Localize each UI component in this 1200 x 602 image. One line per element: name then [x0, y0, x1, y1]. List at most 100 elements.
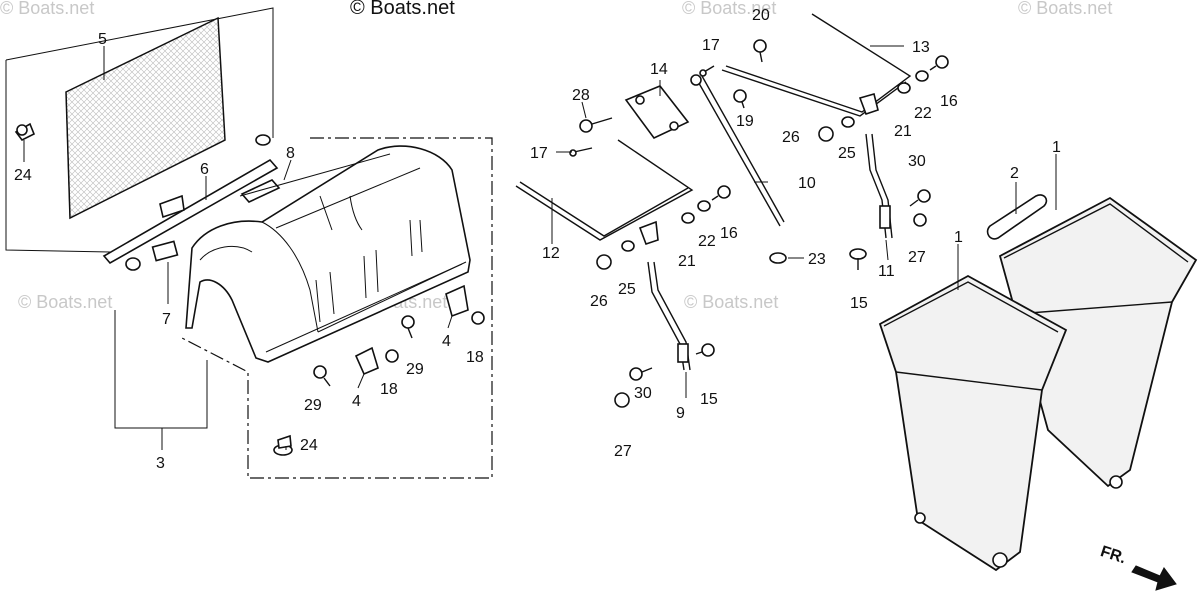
part-1-grass-bag-front	[878, 274, 1068, 572]
part-22-washer-right	[915, 70, 929, 82]
front-arrow-icon	[1131, 565, 1177, 591]
callout-30-right: 30	[908, 153, 926, 170]
part-24-clip-bottom	[273, 434, 293, 456]
part-10-rod	[690, 74, 785, 227]
callout-6: 6	[200, 161, 209, 178]
callout-25-right: 25	[838, 145, 856, 162]
callout-18-right: 18	[466, 349, 484, 366]
part-7-label-plate	[151, 240, 179, 262]
part-4-bracket-left	[354, 346, 379, 376]
callout-14: 14	[650, 61, 668, 78]
callout-17-left: 17	[530, 145, 548, 162]
part-2-sleeve	[986, 194, 1048, 240]
part-26-nut-left	[596, 254, 612, 270]
callout-17-top: 17	[702, 37, 720, 54]
callout-27-right: 27	[908, 249, 926, 266]
part-11-arm	[865, 133, 893, 239]
part-23-grommet	[769, 252, 787, 264]
callout-22-right: 22	[914, 105, 932, 122]
part-29-bolt-right	[401, 315, 415, 339]
part-13-upper-frame	[721, 13, 912, 117]
part-8-label-plate	[240, 179, 281, 203]
part-16-bolt-right	[929, 55, 949, 71]
group-bracket-left	[5, 7, 274, 450]
watermark-top-left: © Boats.net	[0, 0, 94, 18]
callout-4-right: 4	[442, 333, 451, 350]
callout-13: 13	[912, 39, 930, 56]
callout-16-left: 16	[720, 225, 738, 242]
part-25-washer-right	[841, 116, 855, 128]
callout-5: 5	[98, 31, 107, 48]
group-bracket-part-3	[181, 137, 493, 479]
callout-15-lower: 15	[700, 391, 718, 408]
callout-30-lower: 30	[634, 385, 652, 402]
callout-4-left: 4	[352, 393, 361, 410]
leader-lines	[23, 45, 1057, 450]
callout-12: 12	[542, 245, 560, 262]
part-15-bolt-lower	[695, 343, 715, 357]
watermark-top-right-2: © Boats.net	[1018, 0, 1112, 18]
callout-24-top: 24	[14, 167, 32, 184]
part-20-bolt	[753, 39, 767, 63]
callout-9: 9	[676, 405, 685, 422]
part-16-bolt-left	[711, 185, 731, 201]
part-27-nut-lower	[614, 392, 630, 408]
part-17-bolt-top	[699, 65, 715, 77]
callout-8: 8	[286, 145, 295, 162]
part-9-arm	[647, 261, 691, 371]
front-direction-indicator: FR.	[1098, 543, 1177, 591]
watermark-mid-right-1: © Boats.net	[684, 292, 778, 312]
callout-2: 2	[1010, 165, 1019, 182]
part-18-nut-right	[471, 311, 485, 325]
callout-1-rear: 1	[1052, 139, 1061, 156]
part-6-hinge-strip	[102, 134, 279, 271]
part-15-pin-right	[849, 248, 867, 270]
callout-1-front: 1	[954, 229, 963, 246]
callout-16-right: 16	[940, 93, 958, 110]
part-21-washer-left	[681, 212, 695, 224]
callout-19: 19	[736, 113, 754, 130]
callout-11: 11	[878, 263, 895, 280]
callout-22-left: 22	[698, 233, 716, 250]
part-27-nut-right	[913, 213, 927, 227]
part-28-bolt	[579, 117, 613, 133]
part-22-washer-left	[697, 200, 711, 212]
callout-20: 20	[752, 7, 770, 24]
part-21-washer-right	[897, 82, 911, 94]
callout-26-left: 26	[590, 293, 608, 310]
callout-3: 3	[156, 455, 165, 472]
callout-23: 23	[808, 251, 826, 268]
callout-18-left: 18	[380, 381, 398, 398]
callout-7: 7	[162, 311, 171, 328]
watermark-top-right-1: © Boats.net	[682, 0, 776, 18]
part-3-housing	[185, 145, 471, 363]
part-12-lower-frame	[515, 139, 694, 246]
watermark-mid-left: © Boats.net	[18, 292, 112, 312]
callout-29-left: 29	[304, 397, 322, 414]
part-24-clip-top	[14, 122, 36, 142]
callout-28: 28	[572, 87, 590, 104]
part-5-mesh-screen	[65, 16, 226, 220]
part-25-washer-left	[621, 240, 635, 252]
callout-24-bottom: 24	[300, 437, 318, 454]
watermark-top-center: © Boats.net	[350, 0, 455, 19]
callout-21-right: 21	[894, 123, 912, 140]
front-direction-label: FR.	[1098, 543, 1128, 567]
callout-25-left: 25	[618, 281, 636, 298]
part-19-pin	[733, 89, 747, 109]
callout-15-right: 15	[850, 295, 868, 312]
part-26-nut-right	[818, 126, 834, 142]
callout-10: 10	[798, 175, 816, 192]
part-17-bolt-left	[569, 147, 593, 157]
callout-labels: 5 6 8 24 7 3 24 29 4 18 29 4 18 14 28 17…	[14, 7, 1061, 472]
callout-21-left: 21	[678, 253, 696, 270]
callout-29-right: 29	[406, 361, 424, 378]
part-30-bolt-lower	[629, 367, 653, 381]
part-18-nut-left	[385, 349, 399, 363]
part-29-bolt-left	[313, 365, 331, 387]
part-14-hinge-block	[624, 85, 690, 140]
part-4-bracket-right	[445, 284, 469, 318]
part-30-bolt-right	[909, 189, 931, 207]
callout-26-right: 26	[782, 129, 800, 146]
